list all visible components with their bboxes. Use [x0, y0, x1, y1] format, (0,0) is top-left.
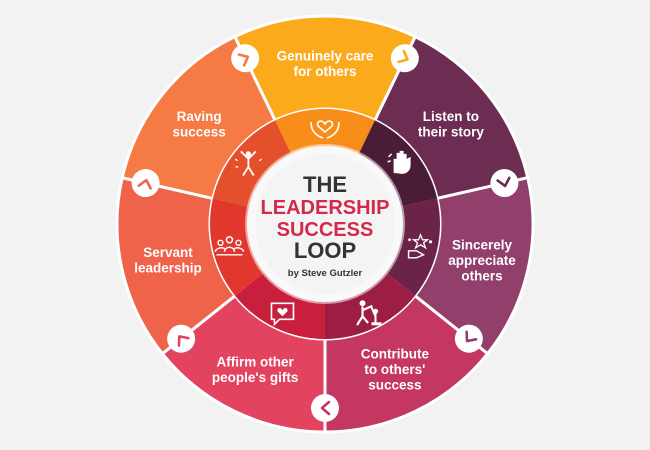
- climb-help-icon: [356, 300, 382, 326]
- label-servant-line: Servant: [143, 245, 193, 260]
- label-listen-line: their story: [418, 124, 485, 139]
- label-appreciate-line: appreciate: [448, 253, 516, 268]
- cycle-arrow-icon: [390, 44, 419, 73]
- title-line-2: LEADERSHIP: [261, 197, 390, 219]
- cycle-arrow-icon: [167, 324, 196, 353]
- cycle-arrow-icon: [454, 324, 483, 353]
- label-listen-line: Listen to: [423, 109, 479, 124]
- label-affirm-line: people's gifts: [212, 370, 298, 385]
- cycle-arrow-icon: [131, 169, 160, 198]
- label-raving-line: success: [172, 124, 225, 139]
- title-line-4: LOOP: [294, 238, 356, 263]
- title-line-1: THE: [303, 172, 347, 197]
- label-servant-line: leadership: [134, 261, 202, 276]
- stars-hand-icon: [407, 233, 433, 259]
- cycle-arrow-icon: [231, 44, 260, 73]
- label-contribute-line: Contribute: [361, 347, 430, 362]
- label-care-line: Genuinely care: [277, 48, 374, 63]
- label-affirm-line: Affirm other: [217, 354, 295, 369]
- title-line-3: SUCCESS: [277, 219, 374, 241]
- center-hub: THE LEADERSHIP SUCCESS LOOP by Steve Gut…: [245, 144, 405, 304]
- team-icon: [214, 236, 245, 256]
- heart-chat-icon: [270, 302, 295, 327]
- cycle-arrow-icon: [311, 394, 339, 422]
- segment-inner-affirm: [235, 272, 325, 339]
- center-disc: [255, 154, 395, 294]
- segment-inner-appreciate: [385, 198, 440, 296]
- segment-inner-raving: [212, 120, 292, 207]
- label-raving-line: Raving: [177, 109, 222, 124]
- label-appreciate-line: Sincerely: [452, 237, 513, 252]
- cycle-arrow-icon: [490, 169, 519, 198]
- celebration-icon: [234, 150, 262, 176]
- title-byline: by Steve Gutzler: [288, 268, 363, 279]
- label-appreciate-line: others: [461, 268, 502, 283]
- hand-wave-icon: [387, 150, 411, 174]
- label-contribute-line: success: [368, 378, 421, 393]
- label-contribute-line: to others': [364, 362, 425, 377]
- hands-heart-icon: [310, 120, 340, 139]
- label-care-line: for others: [293, 64, 356, 79]
